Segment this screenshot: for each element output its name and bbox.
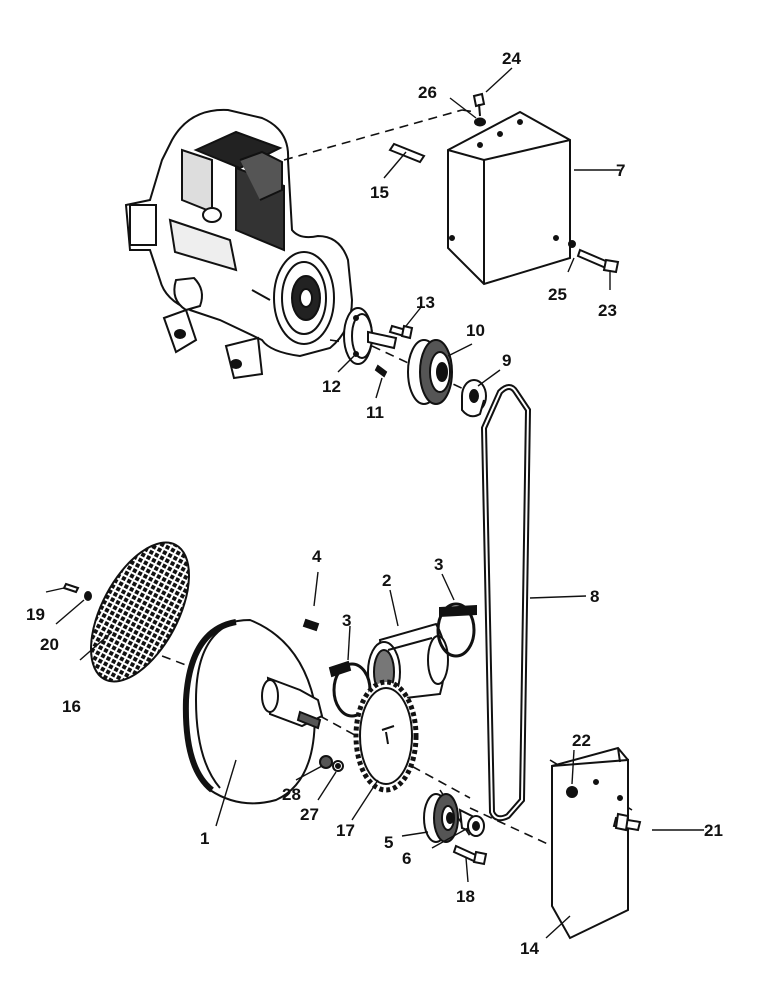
part-19-screw <box>62 582 80 594</box>
callout-7: 7 <box>616 161 626 180</box>
callout-20: 20 <box>40 635 59 654</box>
callout-15: 15 <box>370 183 389 202</box>
callout-17: 17 <box>336 821 355 840</box>
callout-8: 8 <box>590 587 600 606</box>
callout-25: 25 <box>548 285 567 304</box>
part-3-clamp-upper <box>436 602 477 658</box>
part-8-belt <box>480 384 532 822</box>
part-6-hub <box>458 808 485 837</box>
callout-26: 26 <box>418 83 437 102</box>
engine <box>124 108 354 380</box>
callout-22: 22 <box>572 731 591 750</box>
part-2-coupling <box>367 622 449 703</box>
callout-3-upper: 3 <box>434 555 444 574</box>
callout-24: 24 <box>502 49 521 68</box>
part-18-bolt <box>452 844 488 866</box>
part-9-bushing <box>461 379 487 418</box>
callout-4: 4 <box>312 547 322 566</box>
callout-1: 1 <box>200 829 210 848</box>
callout-13: 13 <box>416 293 435 312</box>
part-28-nut <box>319 755 333 769</box>
callout-10: 10 <box>466 321 485 340</box>
part-10-pulley <box>407 339 453 405</box>
callout-18: 18 <box>456 887 475 906</box>
leader-lines <box>45 67 704 939</box>
callout-19: 19 <box>26 605 45 624</box>
part-5-pulley <box>423 793 459 843</box>
part-22-washer <box>566 786 578 798</box>
part-20-washer <box>84 591 92 601</box>
part-4-key <box>302 618 320 632</box>
part-21-bolt <box>612 812 642 832</box>
callout-12: 12 <box>322 377 341 396</box>
callout-5: 5 <box>384 833 394 852</box>
part-7-upper-guard <box>447 110 571 286</box>
callout-11: 11 <box>366 403 384 422</box>
part-1-housing <box>182 618 324 805</box>
callout-16: 16 <box>62 697 81 716</box>
part-12-hub <box>343 307 398 365</box>
part-14-lower-guard <box>551 746 629 940</box>
callout-21: 21 <box>704 821 723 840</box>
part-25-washer <box>568 240 576 248</box>
part-13-screw <box>388 324 414 340</box>
callout-28: 28 <box>282 785 301 804</box>
callout-3-lower: 3 <box>342 611 352 630</box>
part-24-screw <box>472 92 486 117</box>
part-11-key <box>374 364 388 378</box>
callout-27: 27 <box>300 805 319 824</box>
part-15-pin <box>388 142 426 164</box>
part-17-sprocket <box>353 679 419 793</box>
part-26-washer <box>474 117 486 127</box>
part-16-screen <box>90 541 190 683</box>
callout-9: 9 <box>502 351 512 370</box>
callout-2: 2 <box>382 571 392 590</box>
callout-23: 23 <box>598 301 617 320</box>
callout-6: 6 <box>402 849 412 868</box>
part-23-bolt <box>576 248 620 274</box>
callout-14: 14 <box>520 939 539 958</box>
